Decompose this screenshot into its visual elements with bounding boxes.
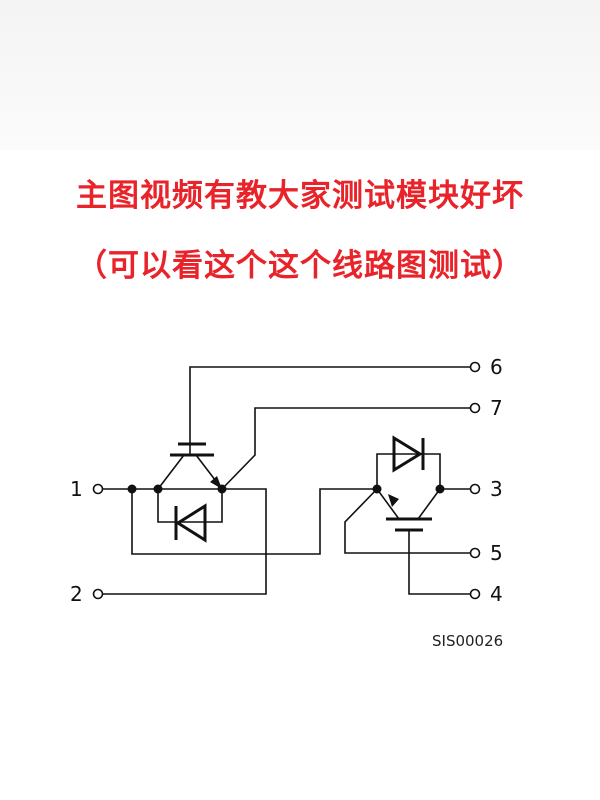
pin-label-7: 7 — [490, 396, 503, 420]
wires — [102, 366, 470, 595]
pin-label-6: 6 — [490, 355, 503, 379]
left-diode-symbol — [174, 503, 207, 543]
terminals — [92, 361, 481, 600]
diagram-code: SIS00026 — [432, 632, 503, 650]
terminal-1 — [92, 483, 104, 495]
pin-label-1: 1 — [70, 477, 83, 501]
pin-label-4: 4 — [490, 582, 503, 606]
pin-label-5: 5 — [490, 541, 503, 565]
right-diode-symbol — [392, 435, 425, 473]
terminal-7 — [469, 402, 481, 414]
left-igbt-symbol — [157, 442, 223, 490]
terminal-5 — [469, 547, 481, 559]
terminal-6 — [469, 361, 481, 373]
pin-label-3: 3 — [490, 477, 503, 501]
terminal-2 — [92, 588, 104, 600]
terminal-4 — [469, 588, 481, 600]
top-background — [0, 0, 600, 150]
pin-label-2: 2 — [70, 582, 83, 606]
right-igbt-symbol — [376, 488, 441, 532]
junction-dots — [127, 484, 445, 494]
terminal-3 — [469, 483, 481, 495]
title-line-1: 主图视频有教大家测试模块好坏 — [76, 178, 524, 214]
title-line-2: （可以看这个这个线路图测试） — [76, 248, 524, 284]
